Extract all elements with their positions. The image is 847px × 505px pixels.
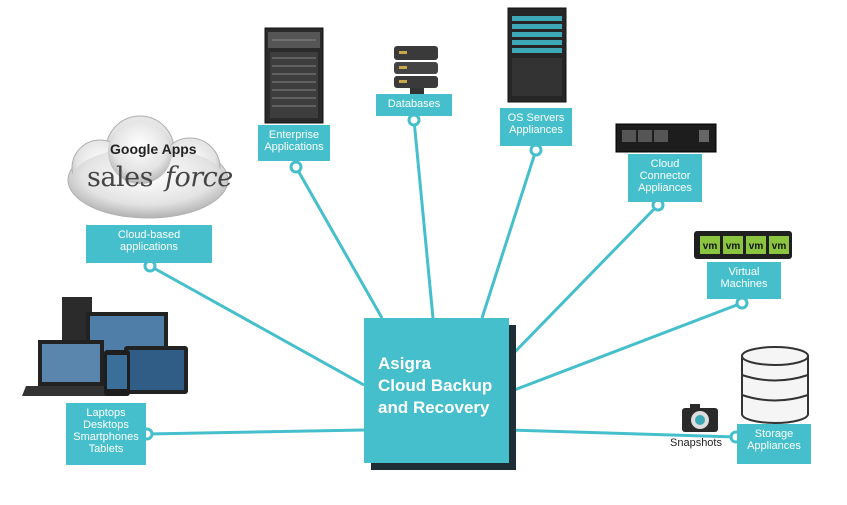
connector-devices <box>146 428 365 436</box>
connector-virtual-machines <box>508 301 743 394</box>
os-server-icon <box>507 7 567 103</box>
vm-tag: vm <box>703 241 718 252</box>
connector-databases <box>412 119 435 319</box>
dot-virtual-machines <box>735 296 749 310</box>
label-virtual-machines: Virtual Machines <box>707 262 781 299</box>
salesforce-cloud-icon <box>67 115 229 219</box>
devices-icon <box>22 297 188 396</box>
connector-cloud-connector <box>507 203 660 360</box>
vm-tag: vm <box>772 241 787 252</box>
appliance-icon <box>615 123 717 153</box>
vm-tag: vm <box>726 241 741 252</box>
google-apps-logo-text: Google Apps <box>110 141 197 157</box>
camera-icon <box>682 404 718 432</box>
salesforce-logo-text-a: sales <box>87 162 153 193</box>
virtual-machines-icon: vm vm vm vm <box>694 231 792 259</box>
center-node-asigra: Asigra Cloud Backup and Recovery <box>364 318 509 463</box>
label-databases: Databases <box>376 94 452 116</box>
vm-tag: vm <box>749 241 764 252</box>
server-rack-icon <box>264 27 324 124</box>
dot-enterprise <box>289 160 303 174</box>
label-cloud-based-applications: Cloud-based applications <box>86 225 212 263</box>
snapshots-label: Snapshots <box>670 437 722 449</box>
connector-os-servers <box>480 149 538 319</box>
connector-lines <box>146 119 743 439</box>
connector-cloud-apps <box>149 264 365 387</box>
label-os-servers-appliances: OS Servers Appliances <box>500 108 572 146</box>
label-devices: Laptops Desktops Smartphones Tablets <box>66 403 146 465</box>
label-storage-appliances: Storage Appliances <box>737 424 811 464</box>
label-cloud-connector-appliances: Cloud Connector Appliances <box>628 154 702 202</box>
storage-icon <box>741 346 809 424</box>
database-icon <box>394 46 438 94</box>
dot-os-servers <box>529 143 543 157</box>
connector-enterprise <box>294 166 384 319</box>
dot-databases <box>407 113 421 127</box>
label-enterprise-applications: Enterprise Applications <box>258 125 330 161</box>
salesforce-logo-text-b: force <box>165 162 233 193</box>
connector-storage <box>508 428 737 439</box>
